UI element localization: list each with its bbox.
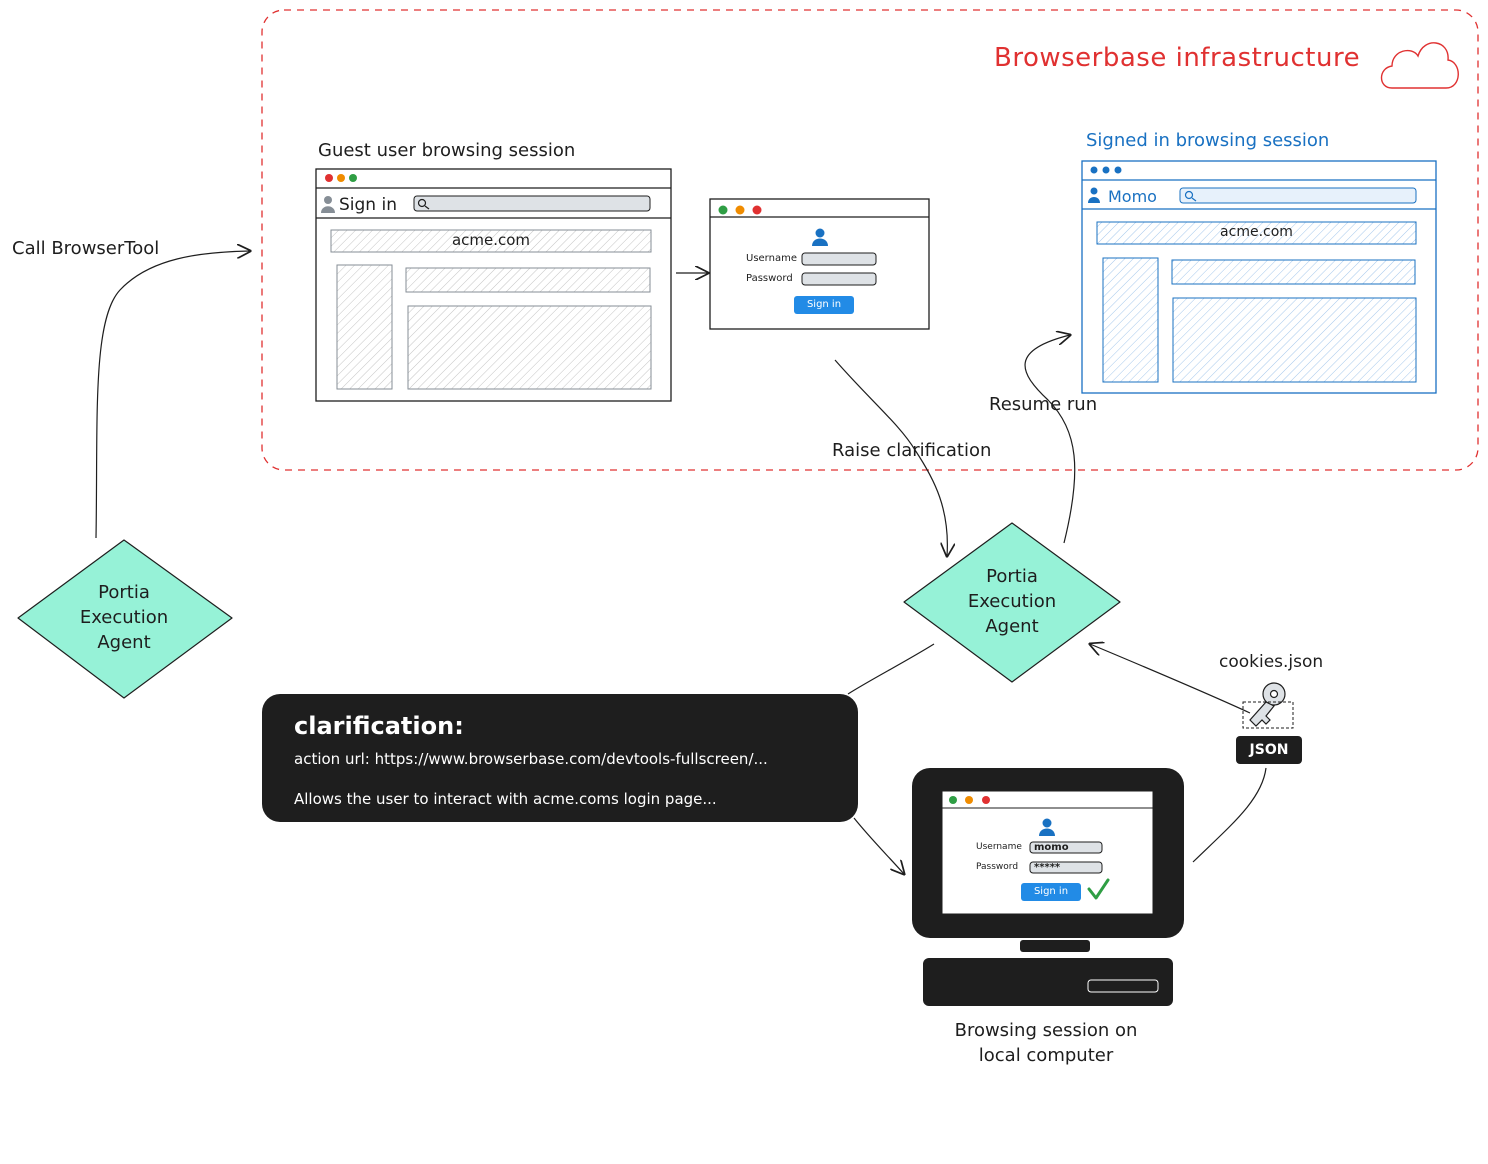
guest-session-window [315, 168, 672, 402]
edge-label-raise-clarification: Raise clarification [832, 440, 992, 461]
monitor-stand [1020, 940, 1090, 952]
checkmark-icon [1087, 878, 1110, 900]
clarification-box: clarification: action url: https://www.b… [262, 694, 858, 822]
login-sign-in-button: Sign in [794, 296, 854, 314]
search-bar [413, 195, 651, 212]
guest-toolbar-label: Sign in [339, 195, 397, 215]
computer-base [923, 958, 1173, 1006]
login-avatar-icon [1039, 818, 1055, 836]
disk-slot [1087, 979, 1159, 993]
signed-session-caption: Signed in browsing session [1086, 130, 1330, 151]
json-badge [1236, 736, 1302, 764]
arrow-raise-clarification [834, 359, 947, 556]
arrow-resume-run [1024, 335, 1076, 544]
dot-orange [337, 174, 345, 182]
cookies-filename: cookies.json [1219, 652, 1324, 672]
edge-label-call-browsertool: Call BrowserTool [12, 238, 160, 259]
computer-caption: Browsing session on local computer [954, 1020, 1138, 1066]
content-block [407, 305, 652, 390]
user-icon [1088, 187, 1100, 203]
computer-sign-in-button: Sign in [1021, 883, 1081, 901]
signed-session-window [1081, 160, 1437, 394]
user-icon [321, 196, 335, 213]
banner-block [405, 267, 651, 293]
dot-red [325, 174, 333, 182]
agent-diamond-left [17, 539, 233, 699]
login-password-label: Password [746, 273, 793, 284]
arrow-call-browsertool [95, 251, 250, 539]
arrow-json-to-agent [1090, 644, 1251, 714]
sidebar-block [336, 264, 393, 390]
agent-label-left: Portia Execution Agent [79, 582, 169, 653]
agent-label-right: Portia Execution Agent [967, 566, 1057, 637]
arrow-clarification-to-computer [853, 817, 904, 874]
guest-session-caption: Guest user browsing session [318, 140, 576, 161]
computer-username-label: Username [976, 842, 1022, 852]
line-agent-to-clarification [847, 643, 935, 695]
edge-label-resume-run: Resume run [989, 394, 1098, 415]
computer-username-value: momo [1034, 842, 1069, 853]
search-icon [417, 198, 430, 210]
key-icon [1242, 682, 1294, 729]
login-username-label: Username [746, 253, 797, 264]
infrastructure-boundary [261, 9, 1479, 471]
signed-toolbar-label: Momo [1108, 187, 1157, 206]
search-icon [1184, 190, 1197, 202]
login-avatar-icon [812, 228, 828, 246]
computer-password-value: ***** [1034, 862, 1061, 873]
agent-diamond-right [903, 522, 1121, 683]
site-header-block [330, 229, 652, 253]
computer-password-label: Password [976, 862, 1019, 872]
json-badge-label: JSON [1249, 742, 1289, 758]
infrastructure-title: Browserbase infrastructure [994, 43, 1361, 73]
guest-site-label: acme.com [451, 231, 531, 249]
dot-green [349, 174, 357, 182]
cloud-icon [1380, 42, 1459, 89]
clarification-title: clarification: [294, 712, 464, 740]
clarification-action-url: action url: https://www.browserbase.com/… [294, 750, 768, 768]
signed-site-label: acme.com [1220, 224, 1293, 240]
line-computer-to-json [1192, 767, 1267, 863]
clarification-description: Allows the user to interact with acme.co… [294, 790, 717, 808]
